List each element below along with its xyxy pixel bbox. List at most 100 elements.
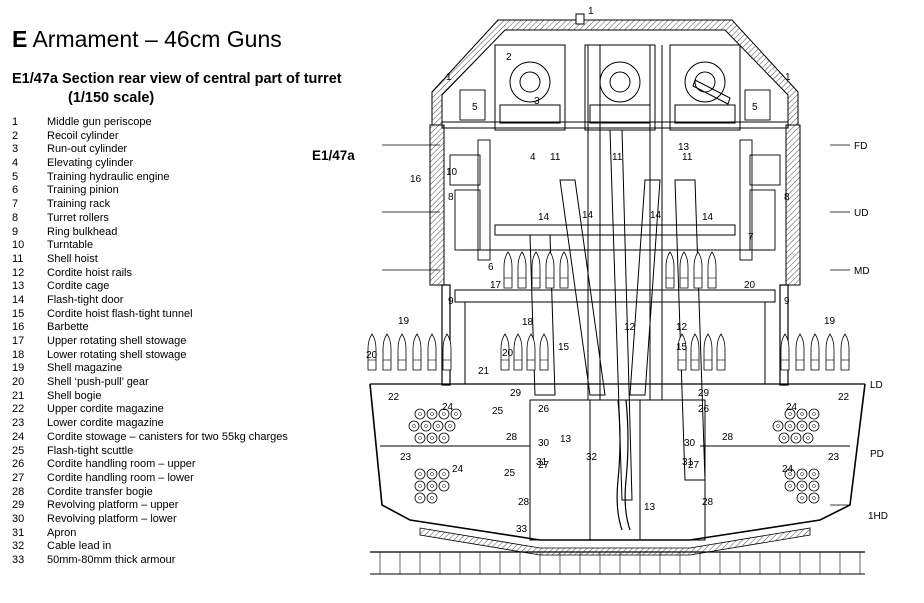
callout-24: 24 — [452, 464, 464, 475]
barbette-left — [429, 124, 445, 286]
upper-shell-stowage — [503, 251, 717, 289]
callout-7: 7 — [748, 232, 754, 243]
section-title: Armament – 46cm Guns — [32, 26, 282, 52]
key-label: Flash-tight door — [47, 293, 124, 306]
figure-label: E1/47a — [312, 148, 355, 163]
training-gear — [449, 89, 781, 261]
key-label: Training hydraulic engine — [47, 170, 170, 183]
key-label: Ring bulkhead — [47, 225, 118, 238]
key-number: 28 — [12, 485, 25, 498]
deck-label-pd: PD — [870, 449, 884, 460]
caption-line-1: E1/47a Section rear view of central part… — [12, 71, 342, 87]
callout-6: 6 — [488, 262, 494, 273]
deck-label-fd: FD — [854, 141, 867, 152]
key-number: 1 — [12, 116, 19, 128]
ship-frames — [379, 552, 861, 574]
key-label: Upper rotating shell stowage — [47, 335, 187, 347]
key-label: Cable lead in — [47, 540, 112, 553]
key-label: Revolving platform – lower — [47, 512, 177, 525]
callout-1: 1 — [446, 72, 452, 83]
callout-4: 4 — [530, 152, 536, 163]
callout-3: 3 — [534, 96, 540, 107]
key-item: 20 Shell ‘push-pull’ gear — [12, 376, 288, 390]
callout-30: 30 — [538, 438, 550, 449]
callout-26: 26 — [698, 404, 710, 415]
key-number: 29 — [12, 499, 25, 512]
callout-15: 15 — [676, 342, 688, 353]
shell-magazine-left — [367, 333, 549, 371]
callout-26: 26 — [538, 404, 550, 415]
key-number: 33 — [12, 554, 25, 566]
callout-9: 9 — [448, 296, 454, 307]
key-label: 50mm-80mm thick armour — [47, 554, 176, 566]
key-item: 32 Cable lead in — [12, 540, 288, 554]
deck-label-md: MD — [854, 266, 870, 277]
key-label: Shell ‘push-pull’ gear — [47, 376, 149, 389]
key-number: 32 — [12, 540, 25, 553]
callout-14: 14 — [582, 210, 594, 221]
gun-cradles — [494, 44, 741, 131]
callout-11: 11 — [550, 152, 561, 163]
callout-15: 15 — [558, 342, 570, 353]
callout-24: 24 — [442, 402, 454, 413]
magazine-bulkheads — [380, 399, 850, 541]
key-item: 5 Training hydraulic engine — [12, 171, 288, 185]
key-number: 26 — [12, 458, 25, 471]
section-letter: E — [12, 26, 28, 52]
callout-19: 19 — [824, 316, 836, 327]
key-number: 2 — [12, 129, 19, 142]
key-number: 14 — [12, 293, 25, 306]
turret-roof-armour — [431, 19, 799, 126]
key-label: Cordite stowage – canisters for two 55kg… — [47, 430, 288, 443]
callout-8: 8 — [448, 192, 454, 203]
key-number: 5 — [12, 170, 19, 183]
cable-lead — [616, 399, 631, 531]
figure-caption: E1/47a Section rear view of central part… — [12, 70, 342, 108]
callout-1: 1 — [588, 6, 594, 17]
callout-5: 5 — [472, 102, 478, 113]
callout-29: 29 — [698, 388, 710, 399]
key-item: 33 50mm-80mm thick armour — [12, 554, 288, 568]
callout-5: 5 — [752, 102, 758, 113]
callout-14: 14 — [702, 212, 714, 223]
callout-11: 11 — [682, 152, 693, 163]
callout-2: 2 — [506, 52, 512, 63]
callout-13: 13 — [678, 142, 690, 153]
key-number: 25 — [12, 444, 25, 457]
key-number: 30 — [12, 512, 25, 525]
key-label: Run-out cylinder — [47, 143, 128, 156]
callout-19: 19 — [398, 316, 410, 327]
callout-23: 23 — [400, 452, 412, 463]
callout-33: 33 — [516, 524, 528, 535]
key-label: Revolving platform – upper — [47, 499, 179, 512]
key-number: 20 — [12, 376, 25, 389]
callout-28: 28 — [702, 497, 714, 508]
callout-9: 9 — [784, 296, 790, 307]
caption-scale: (1/150 scale) — [68, 90, 155, 106]
key-number: 8 — [12, 211, 19, 224]
callout-labels: 1 1 1 2 3 4 5 5 6 7 8 8 9 9 10 11 11 11 … — [366, 6, 850, 535]
key-number: 16 — [12, 321, 25, 334]
key-label: Cordite hoist flash-tight tunnel — [47, 307, 193, 320]
key-number: 15 — [12, 307, 25, 320]
key-number: 23 — [12, 417, 25, 430]
deck-label-hd: 1HD — [868, 511, 888, 522]
key-number: 22 — [12, 403, 25, 416]
key-number: 19 — [12, 362, 25, 375]
callout-32: 32 — [586, 452, 598, 463]
key-label: Shell hoist — [47, 252, 98, 265]
